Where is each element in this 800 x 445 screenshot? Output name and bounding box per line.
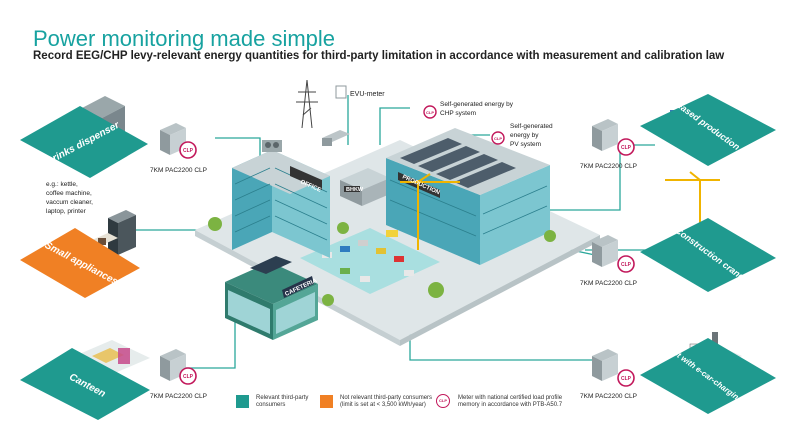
example-line: vaccum cleaner, bbox=[46, 199, 93, 206]
clp-badge: CLP bbox=[621, 145, 632, 151]
chp-label-line: Self-generated energy by bbox=[440, 101, 514, 108]
power-tower bbox=[296, 79, 318, 129]
legend-text: Relevant third-party bbox=[256, 395, 309, 401]
page-subtitle: Record EEG/CHP levy-relevant energy quan… bbox=[33, 50, 725, 62]
meter-bottom-right: CLP 7KM PAC2200 CLP bbox=[580, 349, 637, 400]
legend-text: Meter with national certified load profi… bbox=[458, 395, 563, 401]
consumer-subleased-box: Subleased production hall bbox=[640, 88, 776, 166]
meter-label: 7KM PAC2200 CLP bbox=[580, 163, 637, 170]
clp-badge: CLP bbox=[621, 262, 632, 268]
legend-swatch-teal bbox=[236, 395, 249, 408]
legend-text: (limit is set at < 3,500 kWh/year) bbox=[340, 402, 426, 408]
page-title: Power monitoring made simple bbox=[33, 26, 336, 51]
example-line: laptop, printer bbox=[46, 208, 87, 215]
coffee-machine-picture bbox=[92, 210, 136, 255]
clp-badge: CLP bbox=[426, 110, 434, 115]
chp-label-line: CHP system bbox=[440, 110, 476, 117]
chp-callout: CLP Self-generated energy by CHP system bbox=[423, 101, 514, 119]
pv-callout: CLP Self-generated energy by PV system bbox=[491, 123, 553, 148]
consumer-drinks-box: Drinks dispenser bbox=[20, 106, 148, 178]
production-building bbox=[386, 128, 550, 265]
consumer-small-box: Small appliances bbox=[20, 228, 140, 298]
tower-crane bbox=[400, 173, 460, 250]
legend-swatch-orange bbox=[320, 395, 333, 408]
meter-top-right: CLP 7KM PAC2200 CLP bbox=[580, 119, 637, 170]
consumer-parking-box: Parking lot with e-car-charging stations bbox=[640, 328, 776, 424]
transformer bbox=[322, 130, 350, 146]
meter-mid-right: CLP 7KM PAC2200 CLP bbox=[580, 235, 637, 287]
clp-badge: CLP bbox=[183, 148, 194, 154]
cafeteria-building bbox=[225, 256, 318, 340]
parking-area bbox=[300, 228, 440, 294]
clp-badge: CLP bbox=[183, 374, 194, 380]
example-line: e.g.: kettle, bbox=[46, 181, 78, 188]
pv-label-line: PV system bbox=[510, 141, 541, 148]
evu-meter-callout: EVU-meter bbox=[335, 85, 385, 99]
clp-badge: CLP bbox=[621, 376, 632, 382]
meter-label: 7KM PAC2200 CLP bbox=[150, 393, 207, 400]
bhkw-sign: BHKW bbox=[346, 187, 364, 193]
trees bbox=[208, 217, 556, 306]
meter-top-left: CLP 7KM PAC2200 CLP bbox=[150, 123, 207, 174]
example-line: coffee machine, bbox=[46, 190, 92, 197]
office-building bbox=[232, 140, 330, 258]
evu-label: EVU-meter bbox=[350, 91, 385, 98]
pv-label-line: energy by bbox=[510, 132, 539, 139]
consumer-construction-box: Construction crane bbox=[640, 218, 776, 292]
pv-label-line: Self-generated bbox=[510, 123, 553, 130]
meter-bottom-left: CLP 7KM PAC2200 CLP bbox=[150, 349, 207, 400]
legend-text: Not relevant third-party consumers bbox=[340, 395, 433, 401]
meter-label: 7KM PAC2200 CLP bbox=[580, 393, 637, 400]
small-examples: e.g.: kettle, coffee machine, vaccum cle… bbox=[46, 181, 93, 215]
legend-text: memory in accordance with PTB-A50.7 bbox=[458, 402, 563, 408]
legend-clp-icon: CLP bbox=[436, 394, 450, 408]
meter-label: 7KM PAC2200 CLP bbox=[580, 280, 637, 287]
clp-badge: CLP bbox=[494, 136, 502, 141]
legend-text: consumers bbox=[256, 402, 286, 408]
consumer-canteen-box: Canteen bbox=[20, 348, 150, 420]
meter-label: 7KM PAC2200 CLP bbox=[150, 167, 207, 174]
bhkw-building bbox=[340, 168, 390, 206]
